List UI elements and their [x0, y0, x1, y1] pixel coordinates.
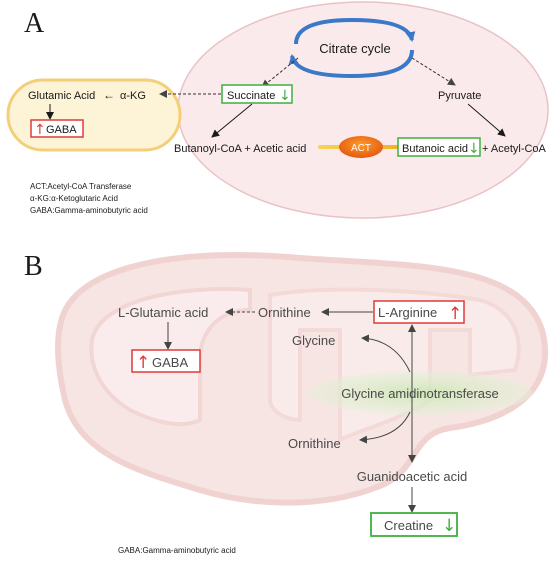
l-arginine-label: L-Arginine — [378, 305, 437, 320]
butanoyl-coa-label: Butanoyl-CoA + Acetic acid — [174, 143, 306, 155]
butanoic-down-arrow: ↓ — [468, 141, 480, 157]
legend-b: GABA:Gamma-aminobutyric acid — [118, 546, 236, 555]
gaba-box-b — [131, 349, 201, 373]
guanidoacetic-label: Guanidoacetic acid — [357, 469, 468, 484]
succinate-label: Succinate — [227, 90, 275, 102]
succinate-down-arrow: ↓ — [279, 88, 291, 104]
creatine-down-arrow: ↓ — [442, 516, 456, 536]
gaba-label-b: GABA — [152, 355, 188, 370]
cell-body — [177, 1, 549, 219]
butanoic-acid-box — [397, 137, 481, 157]
arrow-pyruvate-to-acetyl — [467, 103, 506, 137]
gaba-up-arrow-b: ↑ — [136, 353, 150, 373]
enzyme-label: Glycine amidinotransferase — [341, 386, 499, 401]
legend-a-line-3: GABA:Gamma-aminobutyric acid — [30, 206, 148, 215]
creatine-label: Creatine — [384, 518, 433, 533]
l-glutamic-acid-label: L-Glutamic acid — [118, 305, 208, 320]
creatine-box — [370, 512, 458, 537]
panel-b: B L-Glutamic acid Ornithine L-Arginine ↑… — [24, 251, 548, 555]
arrow-to-ornithine-bottom — [359, 411, 411, 444]
pyruvate-label: Pyruvate — [438, 90, 481, 102]
glutamic-acid-label: Glutamic Acid — [28, 90, 95, 102]
gaba-box-a — [30, 119, 84, 138]
panel-a-label: A — [24, 8, 45, 39]
l-arginine-box — [373, 300, 465, 324]
arrow-cycle-to-pyruvate — [411, 57, 456, 86]
panel-b-label: B — [24, 251, 43, 282]
gaba-up-arrow-a: ↑ — [34, 122, 46, 138]
butanoic-acid-label: Butanoic acid — [402, 143, 468, 155]
arrow-cycle-to-succinate — [261, 57, 299, 88]
legend-a-line-2: α-KG:α-Ketoglutaric Acid — [30, 194, 118, 203]
panel-a: A Citrate cycle Succinate ↓ Pyruvate Glu… — [6, 1, 549, 219]
citrate-cycle-label: Citrate cycle — [319, 41, 391, 56]
acetyl-coa-label: + Acetyl-CoA — [482, 143, 547, 155]
act-enzyme — [339, 136, 383, 158]
arrow-to-glycine — [361, 334, 411, 373]
citrate-cycle-arrows — [288, 17, 416, 79]
legend-a-line-1: ACT:Acetyl-CoA Transferase — [30, 182, 132, 191]
arrow-succinate-to-butanoyl — [211, 103, 253, 138]
akg-arrow: ← — [103, 88, 115, 102]
act-label: ACT — [351, 143, 371, 154]
legend-a: ACT:Acetyl-CoA Transferase α-KG:α-Ketogl… — [30, 182, 148, 215]
succinate-box — [221, 84, 293, 104]
akg-label: α-KG — [120, 90, 146, 102]
enzyme-ellipse — [308, 371, 532, 415]
ornithine-bottom-label: Ornithine — [288, 436, 341, 451]
ornithine-top-label: Ornithine — [258, 305, 311, 320]
arginine-up-arrow: ↑ — [448, 304, 462, 324]
glycine-label: Glycine — [292, 333, 335, 348]
gaba-label-a: GABA — [46, 124, 77, 136]
